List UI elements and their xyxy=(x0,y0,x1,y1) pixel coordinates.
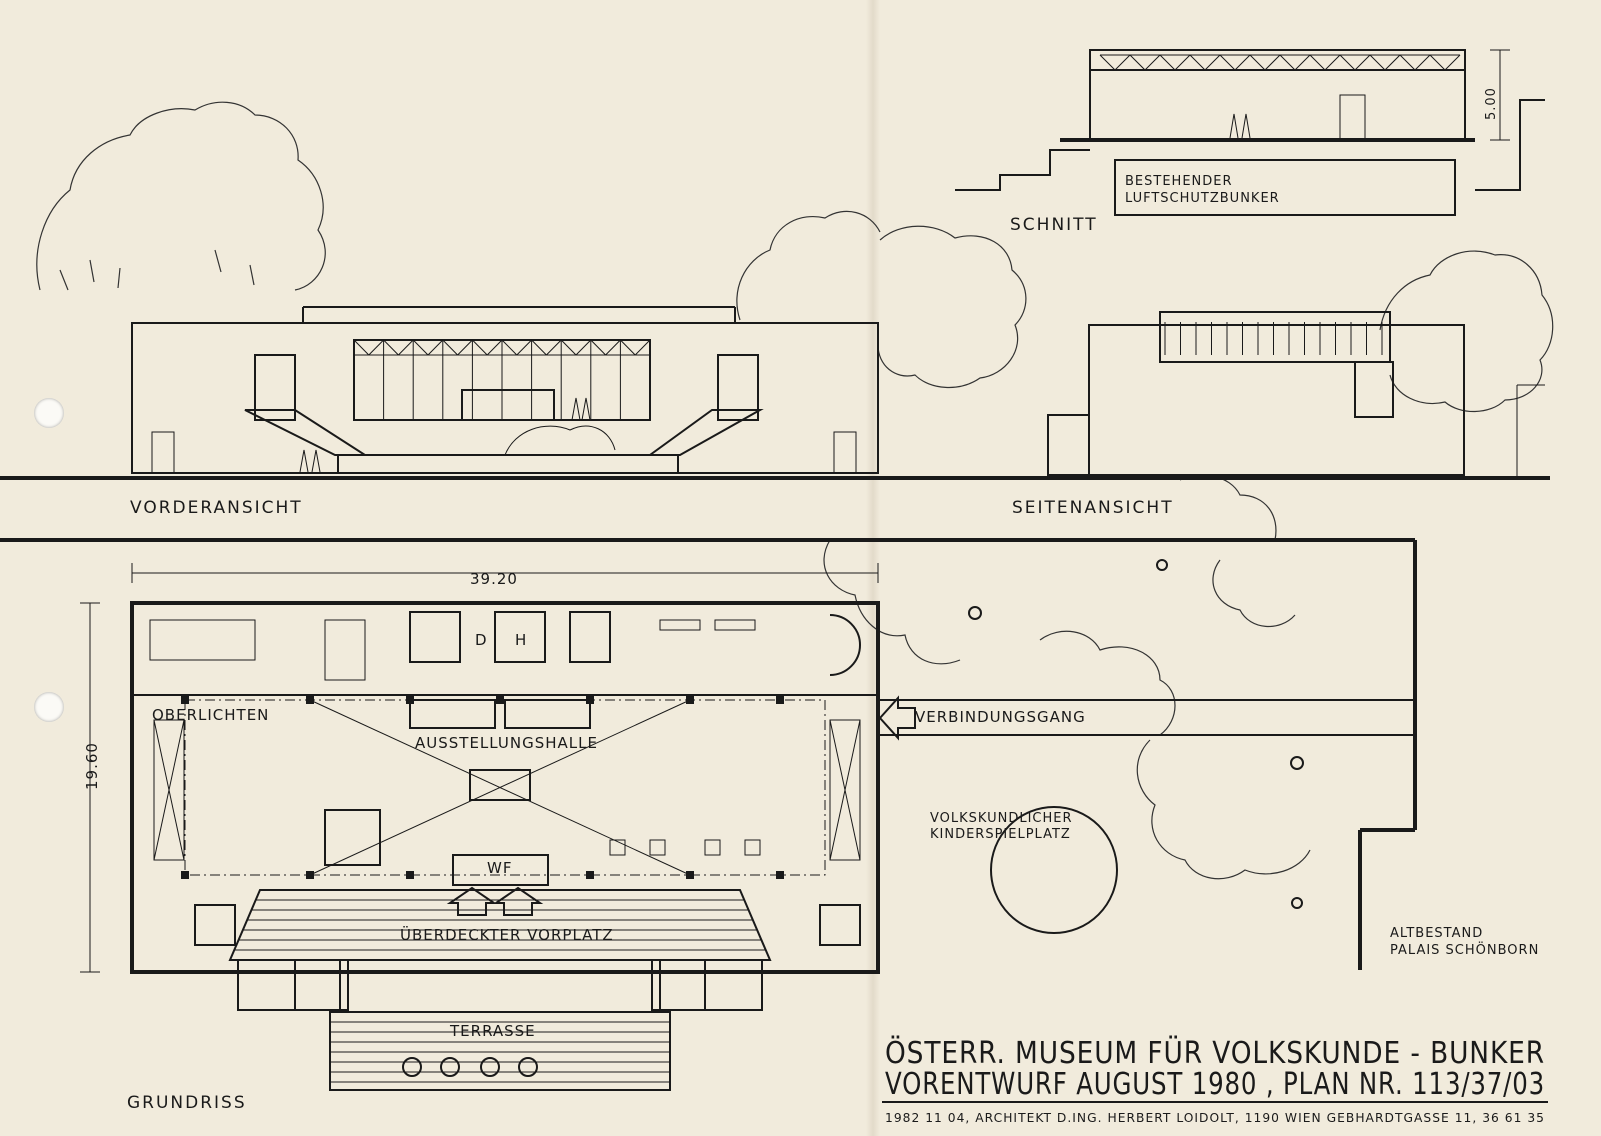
height-dimension: 5.00 xyxy=(1484,87,1499,120)
palais-label-line1: ALTBESTAND xyxy=(1390,926,1483,941)
section-label: SCHNITT xyxy=(1010,215,1098,235)
punch-hole-top xyxy=(34,398,64,428)
title-line1: ÖSTERR. MUSEUM FÜR VOLKSKUNDE - BUNKER xyxy=(885,1035,1545,1071)
site-boundary xyxy=(0,538,1417,970)
exhibition-hall-label: AUSSTELLUNGSHALLE xyxy=(415,734,598,752)
depth-dimension: 19.60 xyxy=(83,742,101,790)
roof-truss xyxy=(1099,54,1461,71)
floor-plan xyxy=(80,563,916,1091)
wf-label: WF xyxy=(487,859,512,877)
side-elevation xyxy=(1047,311,1465,476)
punch-hole-bottom xyxy=(34,692,64,722)
side-clerestory xyxy=(1164,322,1383,355)
terrace-tables xyxy=(402,1057,538,1077)
connecting-passage-label: VERBINDUNGSGANG xyxy=(915,708,1086,726)
skylights-label: OBERLICHTEN xyxy=(152,706,269,724)
room-d-label: D xyxy=(475,631,488,649)
front-view-label: VORDERANSICHT xyxy=(130,498,303,518)
width-dimension: 39.20 xyxy=(470,570,518,588)
columns xyxy=(181,696,784,879)
terrace-steps xyxy=(330,1021,670,1083)
room-h-label: H xyxy=(515,631,527,649)
floor-plan-label: GRUNDRISS xyxy=(127,1093,247,1113)
playground-label-line1: VOLKSKUNDLICHER xyxy=(930,811,1073,826)
palais-label-line2: PALAIS SCHÖNBORN xyxy=(1390,941,1539,958)
playground-label-line2: KINDERSPIELPLATZ xyxy=(930,827,1071,842)
title-line2: VORENTWURF AUGUST 1980 , PLAN NR. 113/37… xyxy=(885,1067,1545,1102)
front-elevation xyxy=(131,306,879,474)
glass-facade xyxy=(353,339,651,420)
side-view-label: SEITENANSICHT xyxy=(1012,498,1174,518)
tree-sketches xyxy=(36,101,1554,880)
bunker-label-line2: LUFTSCHUTZBUNKER xyxy=(1125,191,1280,206)
terrace-label: TERRASSE xyxy=(449,1022,536,1040)
credit-line: 1982 11 04, ARCHITEKT D.ING. HERBERT LOI… xyxy=(885,1111,1545,1125)
covered-forecourt-label: ÜBERDECKTER VORPLATZ xyxy=(400,925,614,944)
bunker-label-line1: BESTEHENDER xyxy=(1125,174,1233,189)
section-drawing: 5.00 xyxy=(955,49,1545,216)
